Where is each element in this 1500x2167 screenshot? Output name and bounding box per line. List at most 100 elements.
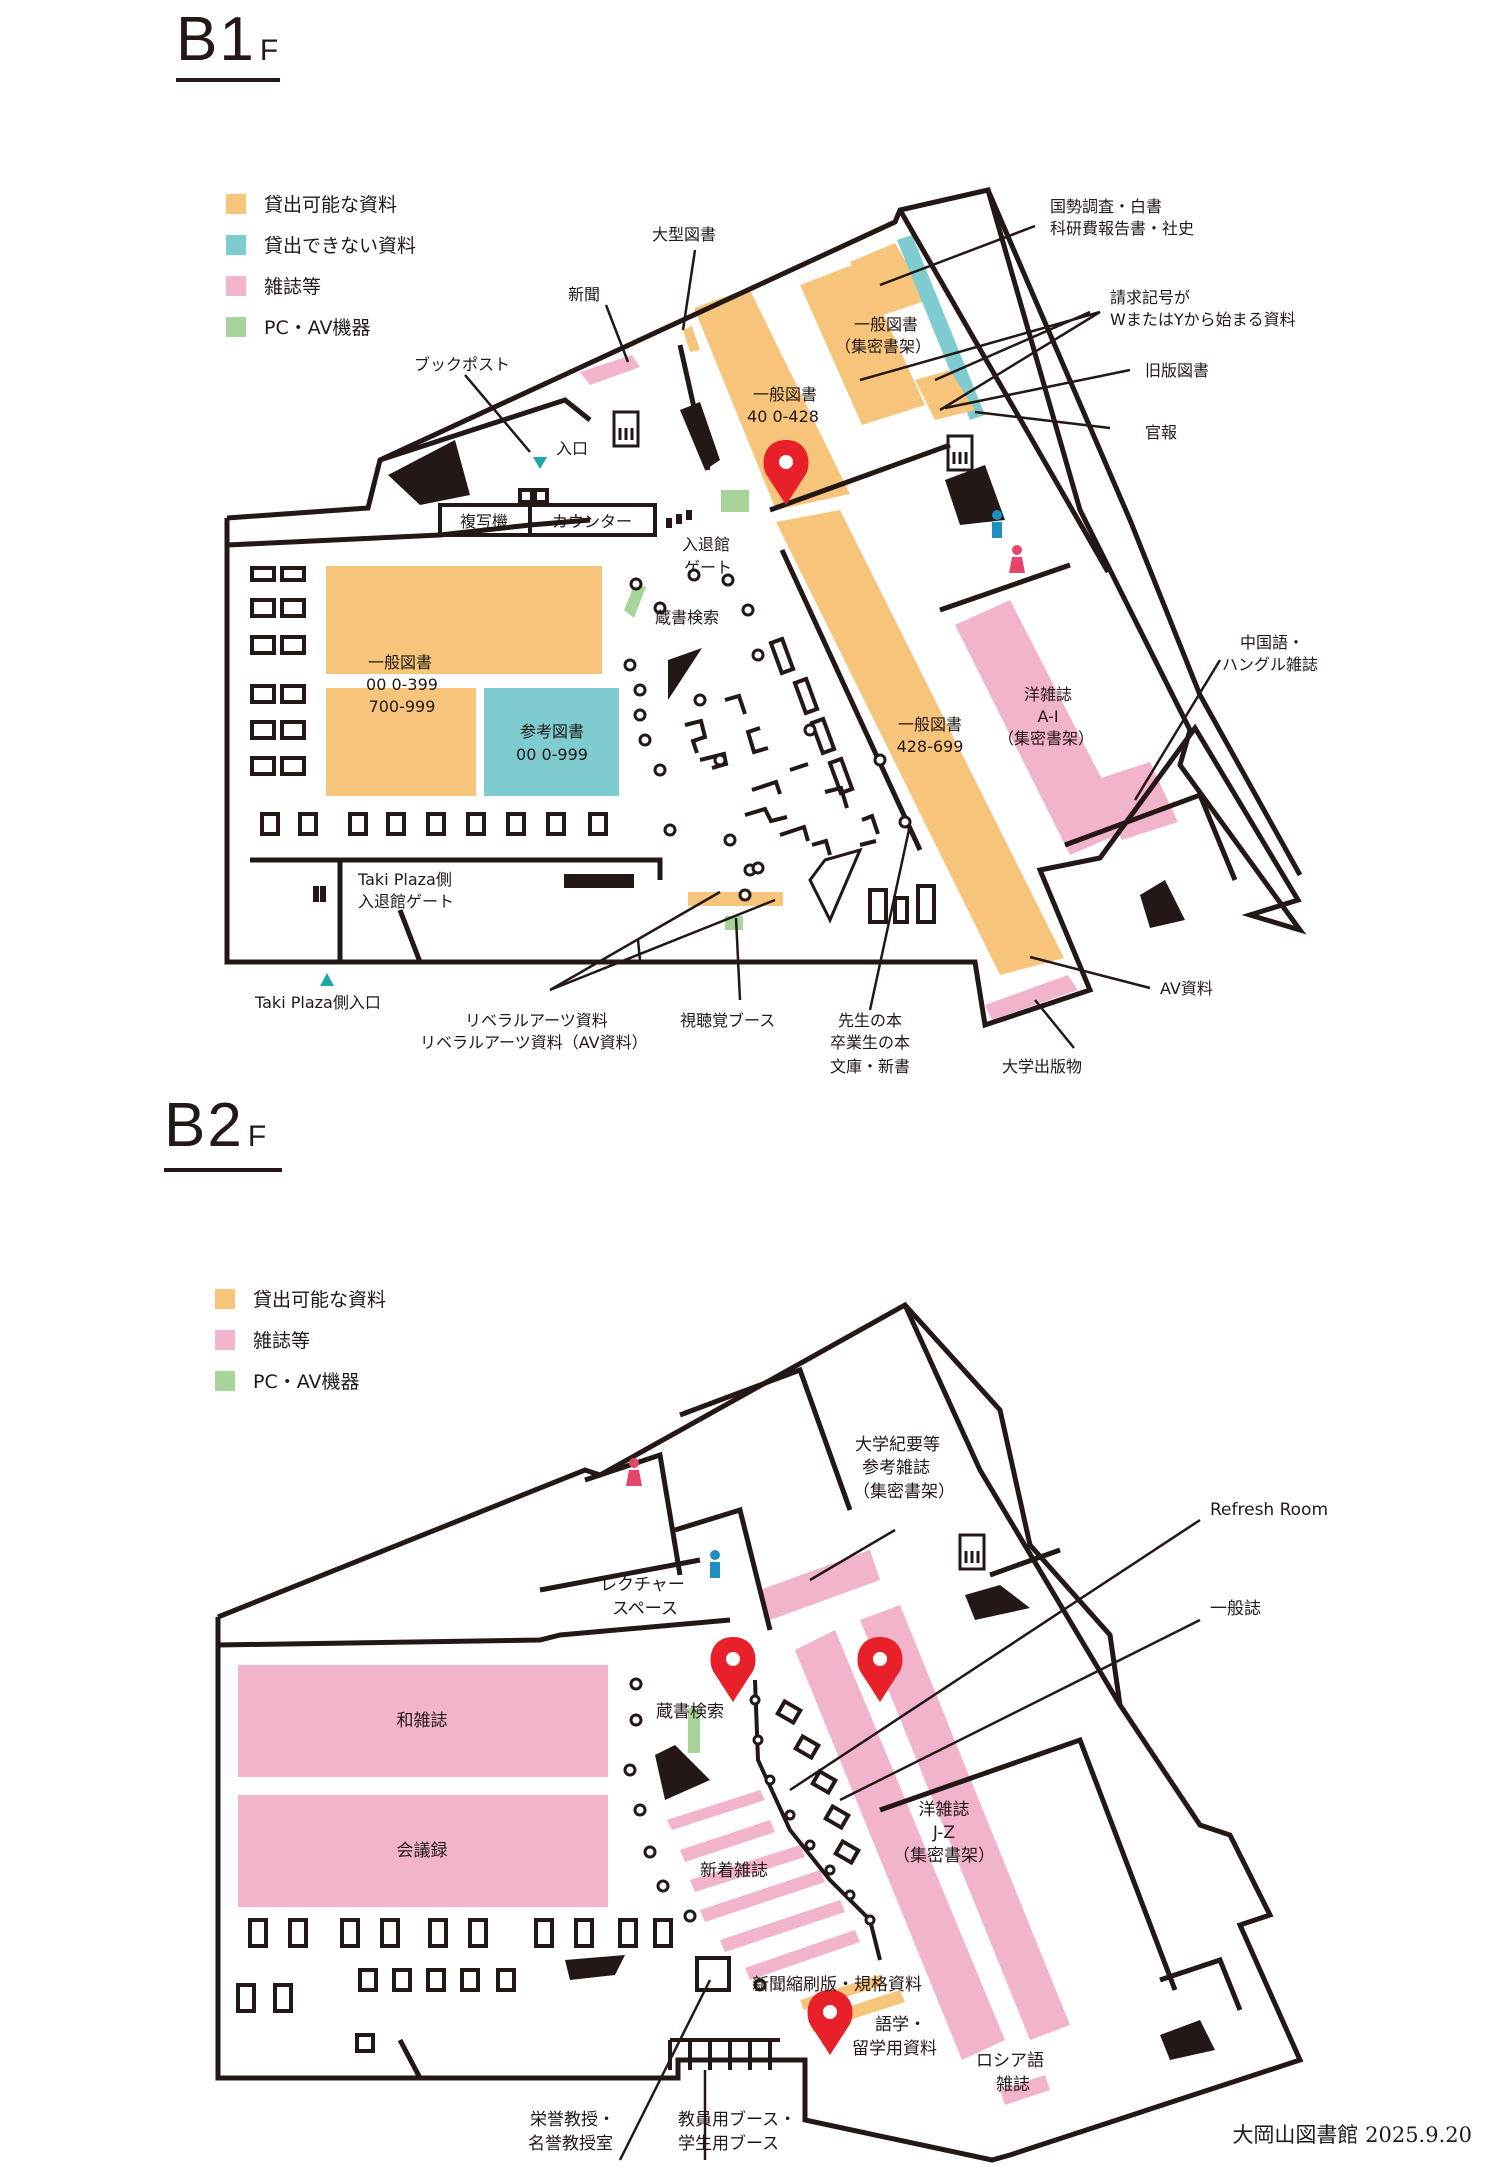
legend-item: 貸出可能な資料 [226, 183, 416, 224]
b2-wall-7 [879, 1736, 1178, 1991]
zone-general-000-a[interactable] [326, 566, 602, 674]
zone-general-400[interactable] [694, 288, 850, 510]
zone-liberal-arts[interactable] [688, 892, 783, 906]
location-pin-icon[interactable] [857, 1637, 903, 1702]
zone-university-press[interactable] [985, 975, 1078, 1020]
b1-leader-lines [464, 224, 1222, 1049]
b1-inner-wall-2 [939, 562, 1071, 613]
label-old-books: 旧版図書 [1145, 361, 1209, 380]
label-bulletins-3: （集密書架） [853, 1482, 955, 1502]
zone-newspaper[interactable] [580, 355, 640, 385]
toilet-icons [992, 510, 1025, 573]
label-reference-range: 00 0-999 [516, 745, 588, 764]
label-takiplaza-entrance: Taki Plaza側入口 [254, 993, 381, 1012]
zone-russian-mag[interactable] [1000, 2075, 1050, 2105]
legend-swatch [226, 234, 246, 255]
label-foreign-mag-b2: 洋雑誌 [919, 1800, 970, 1820]
legend-swatch [215, 1288, 235, 1309]
b1-outer-wall [224, 187, 1307, 1029]
label-liberal-arts-1: リベラルアーツ資料 [465, 1011, 608, 1030]
legend-item: PC・AV機器 [226, 306, 416, 347]
b2-wall-5 [217, 1617, 731, 1648]
label-search: 蔵書検索 [655, 608, 719, 627]
b2-wall-2 [679, 1366, 853, 1511]
b2-dark-features [565, 1585, 1215, 2060]
label-general-mag: 一般誌 [1210, 1599, 1261, 1619]
b2-desks [236, 1698, 862, 2070]
label-foreign-mag-b2-sub: （集密書架） [893, 1846, 995, 1866]
b1-wall-east [985, 189, 1303, 877]
label-bulletins-2: 参考雑誌 [862, 1458, 930, 1478]
label-liberal-arts-2: リベラルアーツ資料（AV資料） [420, 1033, 648, 1052]
label-booths-2: 学生用ブース [678, 2133, 779, 2154]
b2-area-text: 和雑誌 会議録 洋雑誌 J-Z （集密書架） [397, 1711, 996, 1866]
zone-search-pc-b2[interactable] [688, 1708, 700, 1753]
zone-reference[interactable] [484, 688, 619, 796]
label-chinese-1: 中国語・ [1240, 633, 1304, 652]
label-dense-general-sub: （集密書架） [835, 337, 931, 356]
label-search-b2: 蔵書検索 [656, 1702, 724, 1722]
label-av-booth: 視聴覚ブース [680, 1011, 775, 1030]
b2-new-mag-racks [680, 1820, 860, 1980]
b1-search-dots [623, 568, 912, 902]
zone-reference-strip[interactable] [897, 235, 985, 420]
zone-general-428[interactable] [776, 510, 1064, 975]
label-book-post: ブックポスト [414, 355, 510, 374]
zone-new-mag[interactable] [667, 1790, 765, 1830]
zone-large-books[interactable] [683, 326, 700, 352]
label-russian-1: ロシア語 [976, 2051, 1044, 2071]
zone-foreign-mag-b2[interactable] [795, 1630, 1005, 2060]
b2-curve-rail [753, 1679, 882, 1961]
label-gate-2: ゲート [684, 558, 732, 577]
location-pin-icon[interactable] [710, 1637, 756, 1702]
label-takiplaza-gate-1: Taki Plaza側 [357, 870, 452, 889]
zone-bulletins[interactable] [760, 1550, 880, 1620]
b1-inner-wall-1 [1064, 791, 1238, 881]
zone-general-000-b[interactable] [326, 688, 476, 796]
zone-pcav-gate[interactable] [721, 490, 749, 512]
b1-area-text: 一般図書 40 0-428 一般図書 （集密書架） 一般図書 00 0-399 … [366, 315, 1094, 764]
zone-japanese-mag[interactable] [238, 1665, 608, 1777]
label-gate-1: 入退館 [682, 535, 730, 554]
b1-counter [438, 488, 657, 537]
legend-swatch [215, 1329, 235, 1350]
legend-item: 雑誌等 [226, 265, 416, 306]
zone-proceedings[interactable] [238, 1795, 608, 1907]
label-counter: カウンター [552, 512, 632, 531]
legend-item: 雑誌等 [215, 1319, 386, 1360]
legend-swatch [226, 316, 246, 337]
legend-item: PC・AV機器 [215, 1360, 386, 1401]
label-chinese-2: ハングル雑誌 [1222, 655, 1318, 674]
label-lecture-2: スペース [612, 1599, 678, 1619]
label-foreign-mag-range: A-I [1037, 707, 1058, 726]
label-language-1: 語学・ [875, 2015, 926, 2035]
zone-dense-general[interactable] [800, 262, 925, 425]
b1-desks [250, 566, 608, 836]
footer-credit: 大岡山図書館 2025.9.20 [1232, 2123, 1472, 2147]
b1-dark-features [388, 402, 1185, 928]
location-pin-icon[interactable] [807, 1990, 853, 2055]
label-russian-2: 雑誌 [996, 2075, 1030, 2095]
location-pin-icon[interactable] [763, 440, 809, 505]
zone-foreign-mag[interactable] [955, 600, 1128, 855]
zone-foreign-mag-b2-b[interactable] [860, 1605, 1070, 2040]
zone-search-pc[interactable] [624, 584, 646, 618]
zone-old-books[interactable] [915, 370, 975, 420]
label-refresh-room: Refresh Room [1210, 1500, 1328, 1520]
label-general-000: 一般図書 [368, 653, 432, 672]
zone-census[interactable] [850, 243, 928, 316]
label-teacher-2: 卒業生の本 [830, 1033, 910, 1052]
elevator-icon [612, 410, 974, 472]
b2-wall-1 [902, 1303, 1123, 1707]
legend-swatch [226, 193, 246, 214]
b1-inner-wall-9 [397, 909, 423, 963]
legend-b1: 貸出可能な資料 貸出できない資料 雑誌等 PC・AV機器 [226, 183, 416, 347]
label-general-000-range1: 00 0-399 [366, 675, 438, 694]
legend-swatch [215, 1370, 235, 1391]
legend-b2: 貸出可能な資料 雑誌等 PC・AV機器 [215, 1278, 386, 1401]
label-proceedings: 会議録 [397, 1841, 448, 1861]
elevator-icon [958, 1533, 986, 1571]
